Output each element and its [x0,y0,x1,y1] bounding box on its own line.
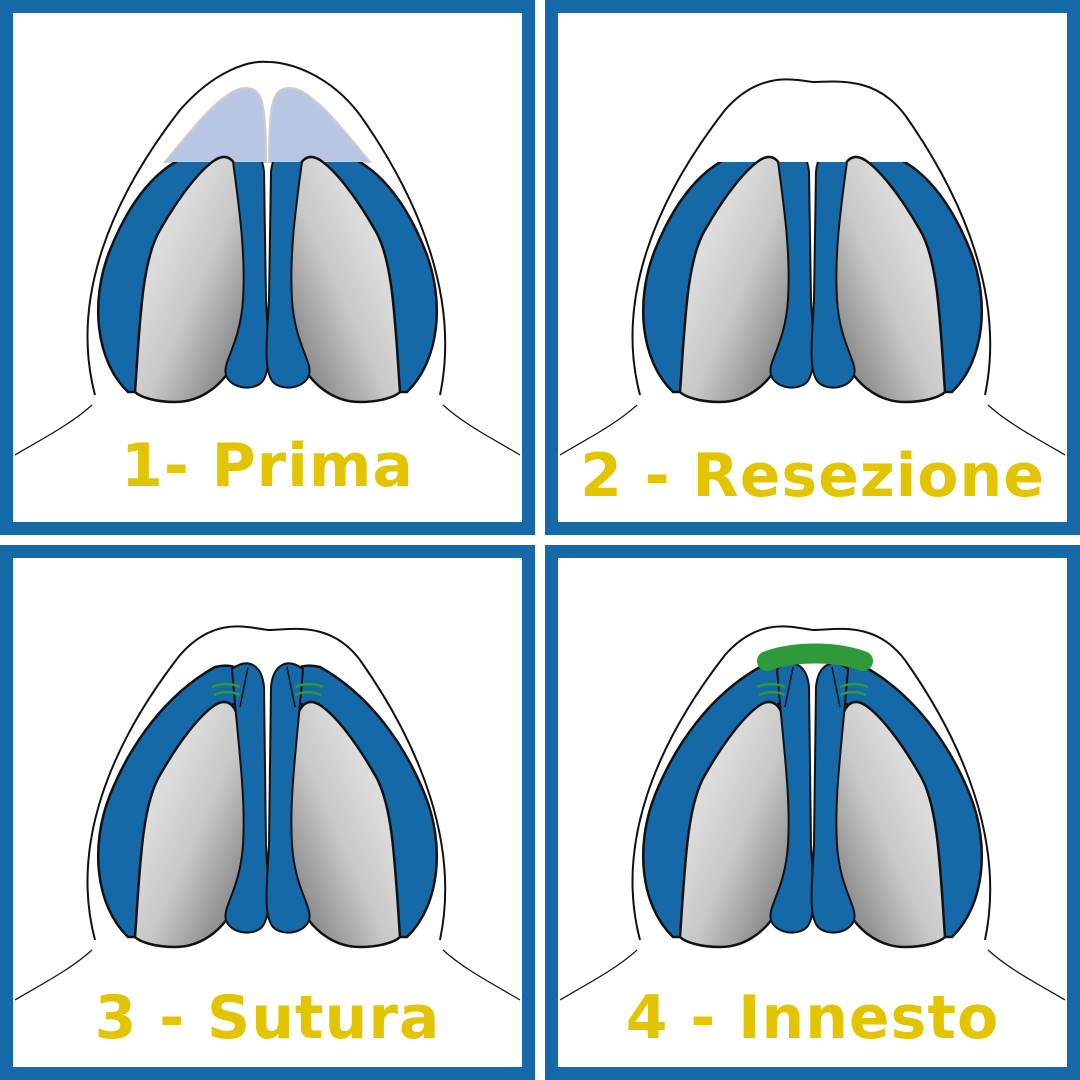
medial-crus [769,662,815,934]
cheek-line-left [559,949,638,1001]
nose-diagram-before [14,60,521,456]
panel-label: 3 - Sutura [94,983,441,1053]
left-cartilage [641,662,815,949]
nose-outline [86,60,447,396]
medial-crus [810,162,856,389]
panel-resection: 2 - Resezione [545,0,1080,535]
medial-crus [769,162,815,389]
cheek-line-right [987,949,1066,1001]
left-cartilage [96,662,270,949]
suture-mark [839,682,869,697]
suture-line [239,666,249,708]
suture-mark [294,682,324,697]
nose-outline [631,78,992,396]
panel-label: 1- Prima [121,431,414,501]
left-cartilage [641,155,815,404]
panel-label: 4 - Innesto [625,983,1000,1053]
right-cartilage [810,155,984,404]
suture-mark [756,682,786,697]
cheek-line-left [14,949,93,1001]
cheek-line-right [987,404,1066,456]
medial-crus [224,162,270,389]
suture-line [784,666,794,708]
medial-crus [265,662,311,934]
panel-before: 1- Prima [0,0,535,535]
nose-diagram-resection [559,78,1066,456]
left-cartilage [96,86,270,404]
nose-diagram-graft [559,625,1066,1001]
cheek-line-right [442,949,521,1001]
graft-strip [757,643,873,671]
right-cartilage [265,86,439,404]
cheek-line-left [559,404,638,456]
right-cartilage [265,662,439,949]
panel-suture: 3 - Sutura [0,545,535,1080]
medial-crus [224,662,270,934]
cheek-line-left [14,404,93,456]
panel-graft: 4 - Innesto [545,545,1080,1080]
medial-crus [810,662,856,934]
nose-outline [631,625,992,941]
right-cartilage [810,662,984,949]
cheek-line-right [442,404,521,456]
suture-mark [211,682,241,697]
resected-dome [267,86,373,163]
suture-line [286,666,296,708]
medial-crus [265,162,311,389]
panel-label: 2 - Resezione [580,441,1045,511]
nose-outline [86,625,447,941]
suture-line [831,666,841,708]
resected-dome [162,86,268,163]
nose-diagram-suture [14,625,521,1001]
